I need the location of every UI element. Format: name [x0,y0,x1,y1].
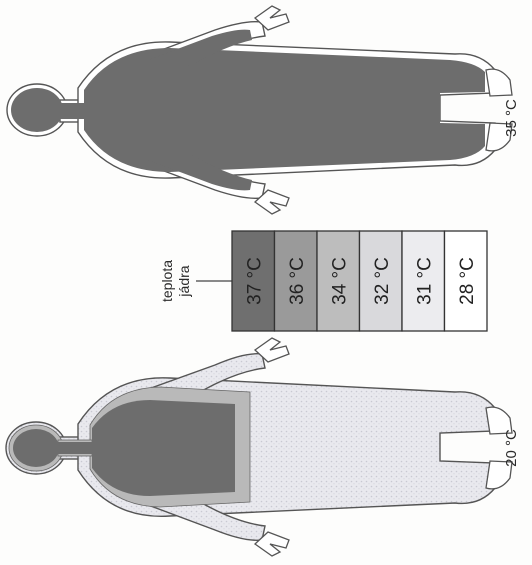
cool-body-figure: 20 °C [6,338,520,556]
scale-cell-label: 31 °C [414,257,435,305]
scale-cell: 31 °C [402,231,445,331]
scale-cell-label: 28 °C [457,257,478,305]
scale-cell-label: 32 °C [372,257,393,305]
scale-cell-label: 36 °C [287,257,308,305]
cool-body-core [13,400,235,496]
scale-cell-label: 37 °C [244,257,265,305]
scale-cell-label: 34 °C [329,257,350,305]
temperature-scale: teplota jádra 37 °C 36 °C 34 °C 32 °C 31 °C 2… [159,231,487,331]
core-label-line1: teplota [159,260,175,302]
warm-ambient-label: 35 °C [503,99,520,137]
scale-cell: 36 °C [275,231,318,331]
warm-body-figure: 35 °C [7,6,520,214]
scale-cell: 32 °C [360,231,403,331]
cool-ambient-label: 20 °C [503,429,520,467]
scale-cell: 28 °C [445,231,488,331]
scale-cells: 37 °C 36 °C 34 °C 32 °C 31 °C 28 °C [232,231,487,331]
scale-cell: 37 °C [232,231,275,331]
scale-cell: 34 °C [317,231,360,331]
core-label-line2: jádra [176,265,192,297]
